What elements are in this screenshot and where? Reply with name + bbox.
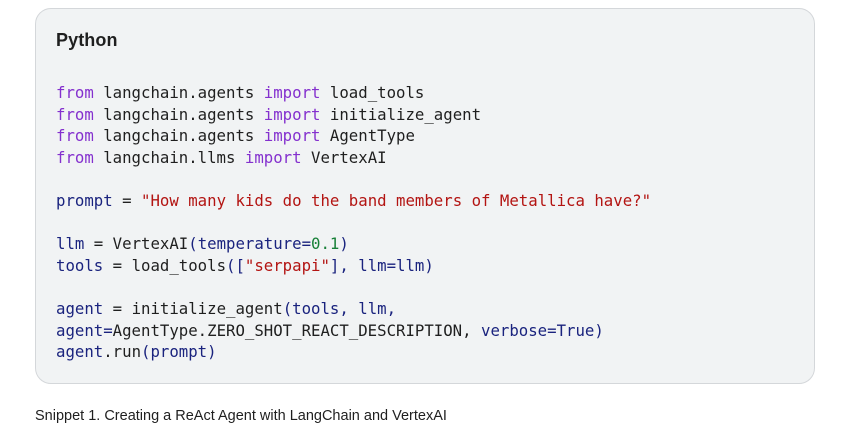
code-line: prompt = "How many kids do the band memb… — [56, 190, 651, 212]
code-token-var: ([ — [226, 255, 245, 275]
code-line: agent=AgentType.ZERO_SHOT_REACT_DESCRIPT… — [56, 320, 651, 342]
code-snippet-card: Python from langchain.agents import load… — [35, 8, 815, 384]
code-line: agent.run(prompt) — [56, 341, 651, 363]
code-token-str: "How many kids do the band members of Me… — [141, 190, 652, 210]
code-token-var: agent= — [56, 320, 113, 340]
code-line: tools = load_tools(["serpapi"], llm=llm) — [56, 255, 651, 277]
code-token-kw: from — [56, 83, 94, 102]
code-token-plain: = initialize_agent — [103, 298, 283, 318]
snippet-caption: Snippet 1. Creating a ReAct Agent with L… — [35, 408, 447, 424]
code-token-plain: AgentType.ZERO_SHOT_REACT_DESCRIPTION — [112, 320, 463, 340]
code-token-plain: langchain.agents — [93, 83, 264, 102]
code-line — [56, 276, 651, 298]
code-token-plain: initialize_agent — [320, 104, 482, 124]
code-token-var: ], llm=llm) — [329, 255, 434, 275]
code-token-kw: import — [244, 147, 302, 167]
code-token-plain: langchain.agents — [93, 104, 264, 124]
code-token-plain: = VertexAI — [84, 234, 189, 254]
code-token-num: 0.1 — [311, 234, 340, 254]
code-token-plain: langchain.llms — [93, 147, 245, 167]
code-token-plain: = load_tools — [103, 255, 227, 275]
code-token-kw: import — [263, 83, 321, 102]
code-line — [56, 212, 651, 234]
code-token-var: (prompt) — [141, 342, 217, 362]
language-label: Python — [56, 30, 118, 50]
code-token-plain: load_tools — [320, 83, 425, 102]
code-token-var: tools — [56, 255, 104, 275]
code-token-var: agent — [56, 342, 104, 362]
code-token-var: verbose=True) — [481, 320, 604, 340]
code-token-plain: AgentType — [320, 126, 415, 146]
code-token-var: agent — [56, 298, 104, 318]
code-line — [56, 168, 651, 190]
code-line: from langchain.agents import load_tools — [56, 82, 651, 104]
code-token-plain: .run — [103, 342, 142, 362]
code-token-var: llm — [56, 234, 85, 254]
code-token-plain: langchain.agents — [93, 126, 264, 146]
code-token-var: (temperature= — [188, 234, 312, 254]
code-token-var: (tools, llm, — [282, 298, 397, 318]
code-token-var: ) — [339, 234, 349, 254]
code-token-kw: from — [56, 104, 94, 124]
code-token-kw: from — [56, 126, 94, 146]
code-line: from langchain.llms import VertexAI — [56, 147, 651, 169]
code-token-plain: VertexAI — [301, 147, 387, 167]
code-token-kw: import — [263, 126, 321, 146]
code-token-kw: import — [263, 104, 321, 124]
code-token-plain: , — [462, 320, 482, 340]
code-token-kw: from — [56, 147, 94, 167]
code-token-var: prompt — [56, 190, 113, 210]
code-line: from langchain.agents import initialize_… — [56, 104, 651, 126]
code-line: agent = initialize_agent(tools, llm, — [56, 298, 651, 320]
code-token-plain: = — [112, 190, 142, 210]
code-line: llm = VertexAI(temperature=0.1) — [56, 233, 651, 255]
code-token-str: "serpapi" — [244, 255, 330, 275]
code-line: from langchain.agents import AgentType — [56, 125, 651, 147]
